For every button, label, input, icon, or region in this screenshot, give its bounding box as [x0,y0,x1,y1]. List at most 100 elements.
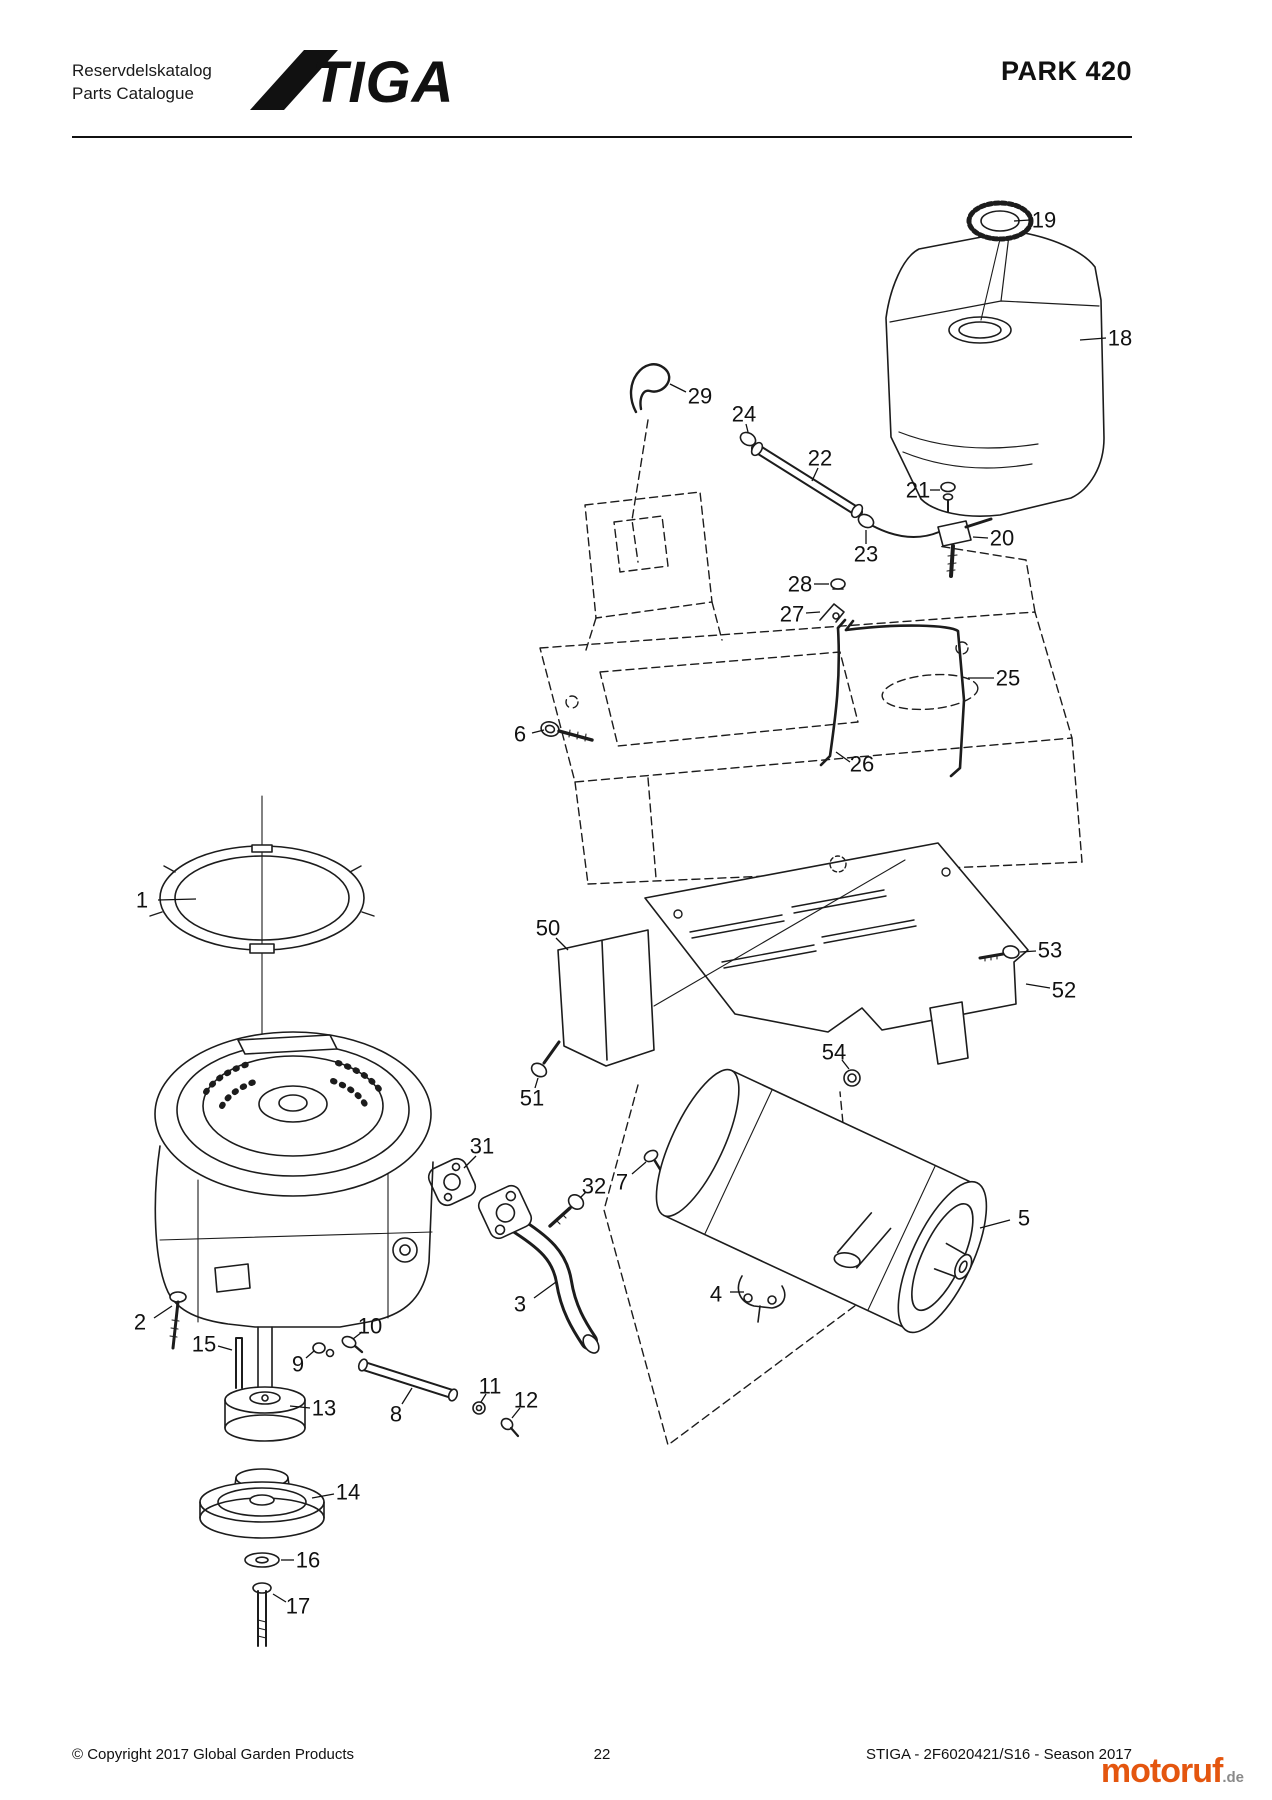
callout-leader-12 [511,1407,521,1419]
callout-leader-11 [480,1393,487,1403]
cable-tie [629,363,671,414]
callout-18: 18 [1108,326,1132,351]
callout-52: 52 [1052,978,1076,1003]
bolt-53 [978,945,1020,962]
callout-11: 11 [479,1374,502,1399]
callout-23: 23 [854,542,878,567]
watermark-text: motoruf [1100,1752,1223,1790]
callout-leader-6 [531,729,545,734]
callout-leader-51 [534,1077,539,1089]
callout-leader-52 [1025,983,1051,989]
callout-13: 13 [312,1396,336,1421]
catalog-titles: Reservdelskatalog Parts Catalogue [72,60,212,106]
callout-leader-54 [841,1059,850,1070]
fuel-tank [885,230,1105,517]
callout-7: 7 [616,1170,628,1195]
callout-leader-7 [631,1161,647,1175]
grommet-21 [940,481,956,513]
callout-8: 8 [390,1402,402,1427]
callout-24: 24 [732,402,756,427]
watermark-suffix: .de [1222,1769,1244,1786]
fuel-tap [937,517,993,578]
center-bolt [252,1582,272,1647]
callout-25: 25 [996,666,1020,691]
bolt-51 [530,1040,561,1078]
catalog-title-sv: Reservdelskatalog [72,61,212,80]
stiga-logo-letters: TIGA [312,50,455,114]
short-rod [819,618,847,767]
callout-leader-10 [352,1331,363,1340]
retainer-ring [149,844,375,954]
callout-50: 50 [536,916,560,941]
callout-27: 27 [780,602,804,627]
model-title: PARK 420 [1000,56,1132,86]
callout-leader-2 [153,1305,173,1319]
callout-leader-18 [1079,337,1107,341]
key-pin [235,1337,243,1389]
callout-leader-9 [305,1350,315,1359]
catalog-title-en: Parts Catalogue [72,83,194,103]
header-divider [72,136,1132,138]
screw-12 [500,1417,520,1438]
callout-1: 1 [136,888,148,913]
callout-53: 53 [1038,938,1062,963]
callout-12: 12 [514,1388,538,1413]
exhaust-gasket [427,1157,477,1207]
document-ref: STIGA - 2F6020421/S16 - Season 2017 [865,1746,1132,1763]
assembly-line [653,859,906,1007]
fuel-hose-assembly [739,431,940,538]
callout-29: 29 [688,384,712,409]
callout-leader-26 [835,751,851,763]
motoruf-watermark: motoruf.de [1101,1752,1244,1791]
callout-5: 5 [1018,1206,1030,1231]
callout-20: 20 [990,526,1014,551]
callout-4: 4 [710,1282,722,1307]
callout-9: 9 [292,1352,304,1377]
drain-hose [357,1358,459,1402]
heat-shield [644,842,1029,1065]
callout-leader-32 [579,1191,587,1199]
exhaust-pipe [477,1184,600,1354]
bolt-2 [169,1291,187,1350]
callout-leader-13 [289,1405,311,1409]
long-rod [844,619,966,778]
cap-nut [830,578,846,590]
stiga-logo-slash [250,50,338,110]
callout-32: 32 [582,1174,606,1199]
callout-10: 10 [358,1314,382,1339]
copyright: © Copyright 2017 Global Garden Products [72,1746,355,1763]
callout-6: 6 [514,722,526,747]
callout-2: 2 [134,1310,146,1335]
washer [244,1552,280,1568]
nut-54 [843,1069,861,1087]
callout-leader-14 [311,1493,335,1499]
stiga-logo: TIGA [246,46,496,119]
callout-leader-27 [805,611,821,614]
callout-leader-22 [811,467,819,482]
callout-leader-17 [272,1593,287,1603]
callout-19: 19 [1032,208,1056,233]
engine [154,795,434,1397]
callout-leader-50 [555,937,569,951]
callout-28: 28 [788,572,812,597]
callout-26: 26 [850,752,874,777]
callout-leader-8 [401,1387,413,1405]
muffler-clamp [737,1275,786,1323]
callout-leader-5 [979,1219,1011,1229]
connector-10 [341,1335,364,1354]
callout-22: 22 [808,446,832,471]
guard-plate [557,929,655,1067]
callout-14: 14 [336,1480,360,1505]
callout-17: 17 [286,1594,310,1619]
callout-51: 51 [520,1086,544,1111]
bolt-6 [540,721,594,742]
nipple-9 [312,1342,335,1358]
callout-21: 21 [906,478,930,503]
callout-leader-19 [1013,219,1031,222]
clutch-hub [224,1386,306,1442]
callout-leader-53 [1019,950,1037,953]
clamp-11 [472,1401,486,1415]
page-number: 22 [593,1746,611,1763]
callout-31: 31 [470,1134,494,1159]
callout-leader-1 [157,898,197,901]
